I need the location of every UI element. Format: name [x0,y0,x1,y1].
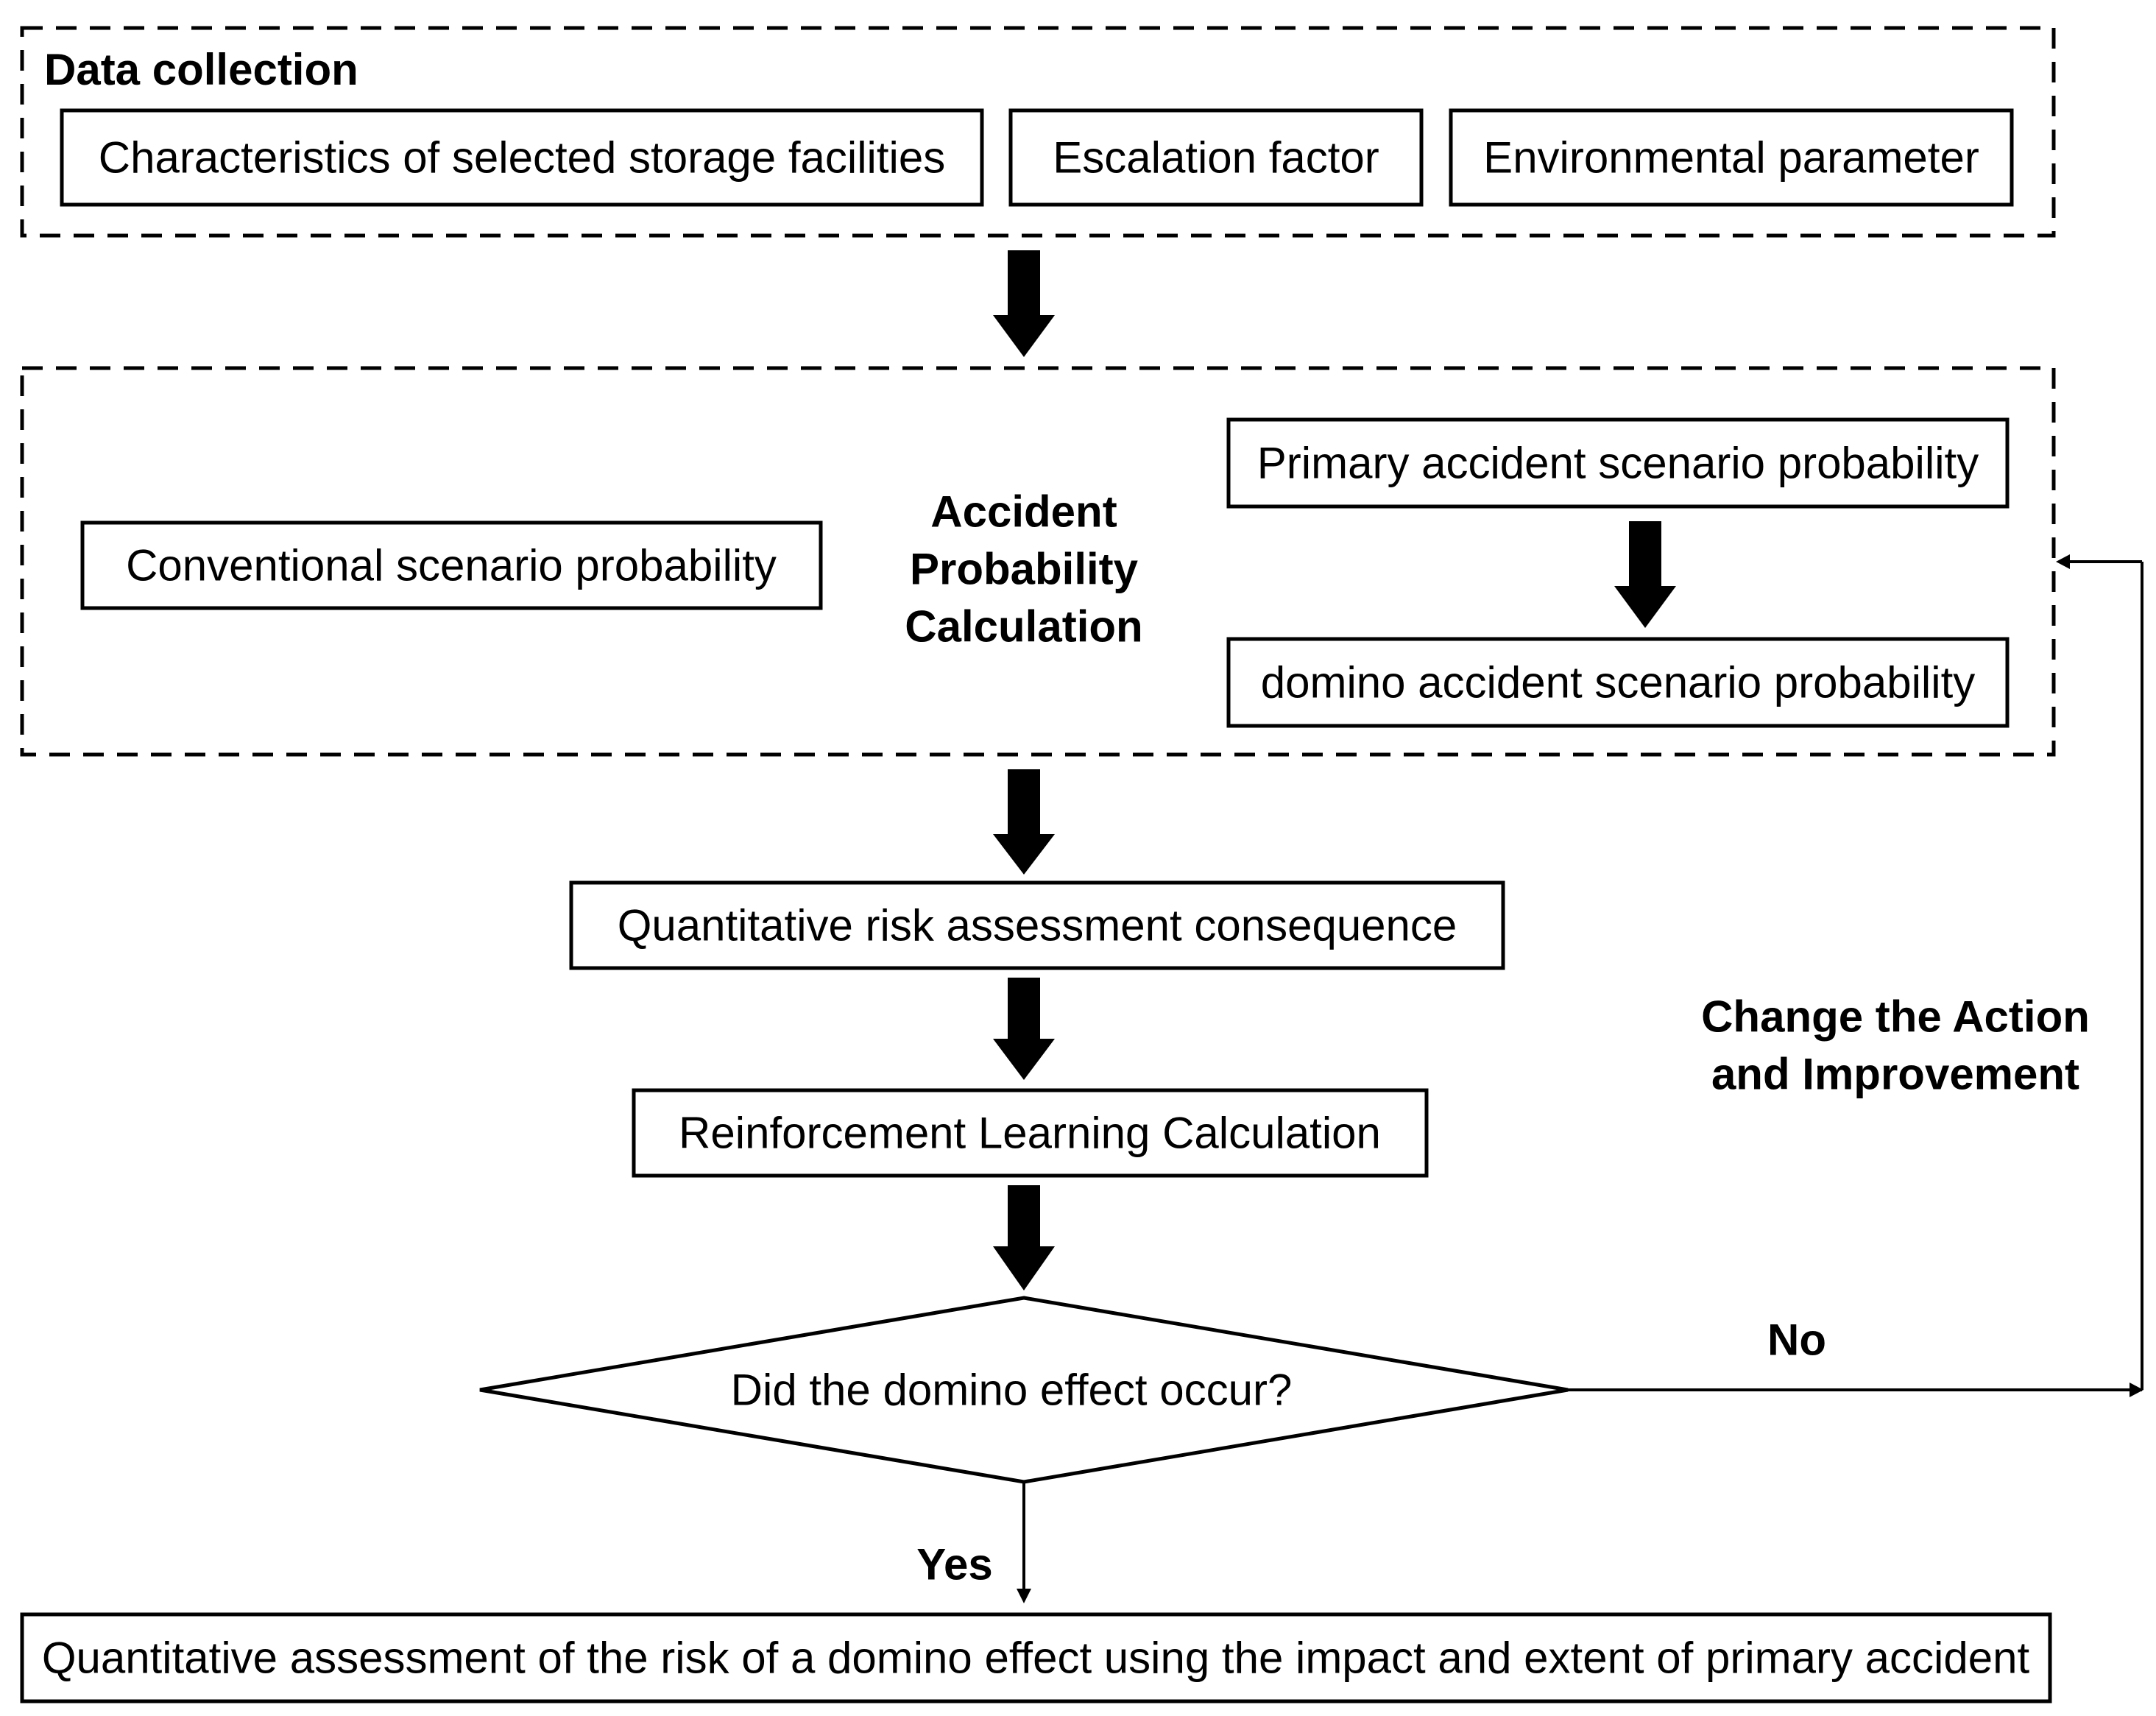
probability-title-line-2: Probability [910,545,1139,594]
arrow-down-2 [993,769,1055,875]
reinforcement-box [632,1088,1429,1178]
reinforcement-label: Reinforcement Learning Calculation [679,1109,1381,1158]
conventional-scenario-box [80,520,823,610]
probability-title-line-3: Calculation [905,602,1142,652]
arrow-down-1 [993,250,1055,357]
decision-question: Did the domino effect occur? [731,1366,1293,1415]
storage-characteristics-label: Characteristics of selected storage faci… [99,133,946,183]
feedback-arrowhead [2056,554,2070,569]
probability-group [20,366,2056,757]
final-assessment-box [20,1612,2052,1703]
feedback-label-line-1: Change the Action [1701,992,2090,1042]
final-assessment-label: Quantitative assessment of the risk of a… [42,1634,2030,1683]
data-collection-group [20,26,2056,238]
feedback-label-line-2: and Improvement [1711,1050,2079,1099]
conventional-scenario-label: Conventional scenario probability [126,541,777,590]
probability-title-line-1: Accident [930,487,1117,537]
environmental-parameter-label: Environmental parameter [1483,133,1979,183]
no-branch-arrowhead [2130,1383,2143,1397]
primary-scenario-box [1226,417,2010,509]
yes-branch-arrowhead [1017,1589,1031,1603]
escalation-factor-label: Escalation factor [1053,133,1379,183]
arrow-down-4 [993,1185,1055,1290]
yes-label: Yes [916,1540,992,1589]
escalation-factor-box [1008,108,1424,207]
arrow-down-inner [1614,521,1676,628]
arrow-down-3 [993,978,1055,1080]
domino-scenario-label: domino accident scenario probability [1261,658,1976,707]
environmental-parameter-box [1449,108,2014,207]
data-collection-title: Data collection [44,45,358,94]
domino-scenario-box [1226,637,2010,728]
no-label: No [1767,1316,1826,1365]
storage-characteristics-box [60,108,984,207]
primary-scenario-label: Primary accident scenario probability [1257,439,1979,488]
consequence-label: Quantitative risk assessment consequence [618,901,1457,950]
consequence-box [569,880,1505,970]
